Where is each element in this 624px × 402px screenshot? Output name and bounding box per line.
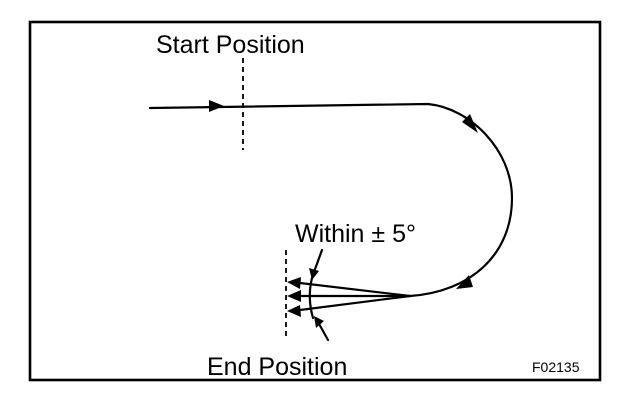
tolerance-label: Within ± 5° bbox=[295, 220, 416, 248]
figure-code: F02135 bbox=[532, 359, 580, 375]
end-arrow-upper bbox=[287, 277, 301, 289]
diagram-frame bbox=[28, 20, 602, 382]
vehicle-path bbox=[148, 102, 514, 298]
path-arrow-start bbox=[209, 100, 224, 112]
tolerance-pointer-bottom-head bbox=[314, 316, 324, 328]
end-arrow-middle bbox=[287, 290, 301, 302]
end-line-lower bbox=[298, 294, 412, 312]
path-arrow-upper-curve-fill bbox=[462, 114, 478, 133]
tolerance-pointer-top bbox=[312, 248, 324, 274]
end-line-upper bbox=[298, 281, 412, 298]
start-position-label: Start Position bbox=[156, 31, 305, 59]
tolerance-pointer-bottom bbox=[316, 320, 330, 342]
tolerance-arc bbox=[308, 276, 315, 320]
tolerance-pointer-top-head bbox=[309, 268, 319, 280]
end-arrow-lower bbox=[287, 305, 301, 317]
path-arrow-lower-curve bbox=[456, 275, 473, 289]
end-position-label: End Position bbox=[207, 353, 347, 381]
